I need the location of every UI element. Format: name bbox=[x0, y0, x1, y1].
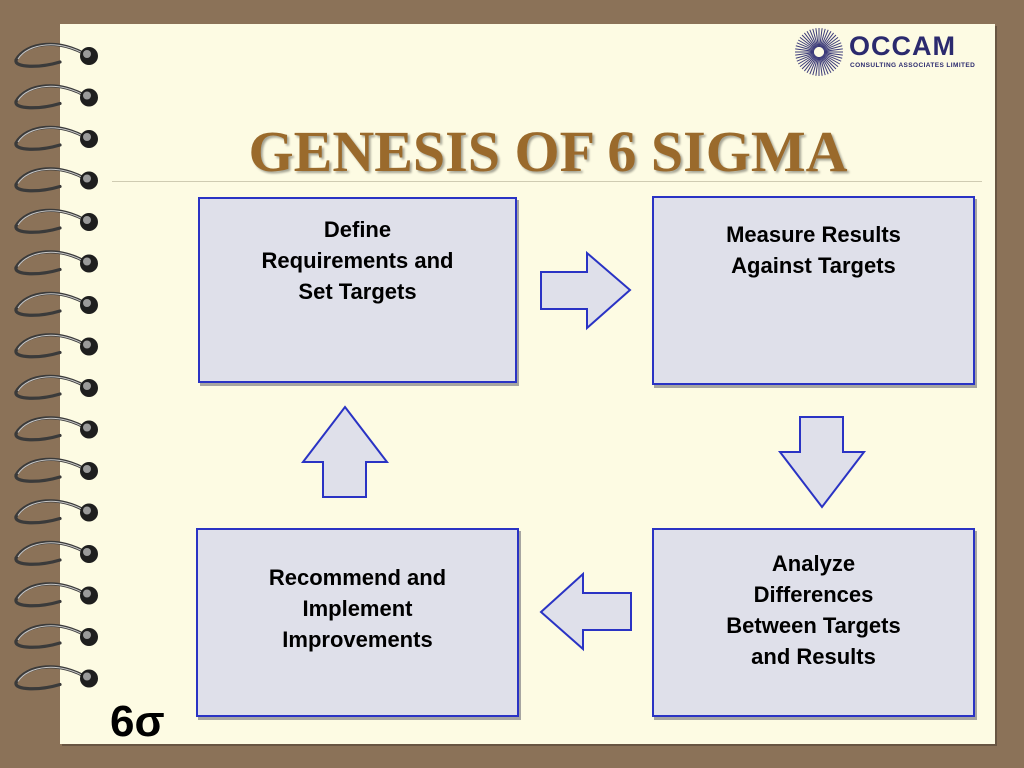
sunburst-icon bbox=[795, 28, 843, 76]
slide-title: GENESIS OF 6 SIGMA bbox=[248, 119, 848, 184]
arrow-down-icon bbox=[777, 416, 867, 509]
step-recommend-box: Recommend and Implement Improvements bbox=[196, 528, 519, 717]
step-analyze-label: Analyze Differences Between Targets and … bbox=[726, 550, 901, 669]
occam-logo: OCCAM CONSULTING ASSOCIATES LIMITED bbox=[793, 26, 993, 82]
step-define-box: Define Requirements and Set Targets bbox=[198, 197, 517, 383]
arrow-left-icon bbox=[539, 571, 632, 652]
six-sigma-mark: 6σ bbox=[110, 697, 165, 746]
step-define-label: Define Requirements and Set Targets bbox=[261, 216, 454, 304]
arrow-right-icon bbox=[540, 250, 632, 331]
title-divider bbox=[112, 181, 982, 182]
step-recommend-label: Recommend and Implement Improvements bbox=[268, 565, 447, 652]
step-measure-box: Measure Results Against Targets bbox=[652, 196, 975, 385]
step-measure-label: Measure Results Against Targets bbox=[726, 221, 901, 278]
step-analyze-box: Analyze Differences Between Targets and … bbox=[652, 528, 975, 717]
logo-name: OCCAM bbox=[849, 31, 956, 61]
arrow-up-icon bbox=[300, 405, 390, 498]
logo-subtitle: CONSULTING ASSOCIATES LIMITED bbox=[850, 62, 976, 69]
